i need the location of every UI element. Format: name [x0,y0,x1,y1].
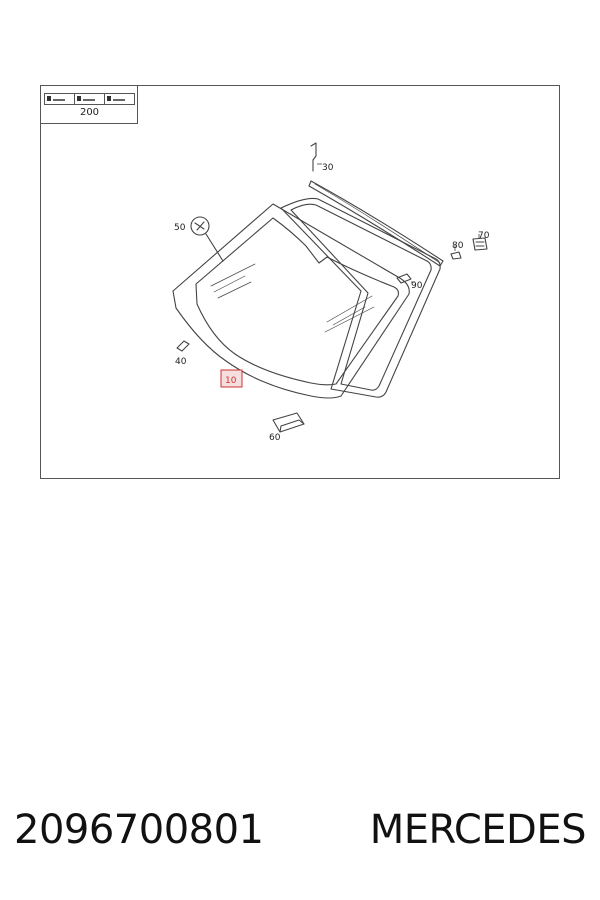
windshield-glass-inner [195,217,400,386]
part-80-pin [450,251,462,260]
callout-70: 70 [478,231,490,241]
part-90-pad [396,273,412,284]
reference-icon-1 [45,94,75,104]
reference-icon-2 [75,94,105,104]
callout-90: 90 [411,281,423,291]
highlight-box-10 [220,369,243,388]
callout-60: 60 [269,433,281,443]
windshield-glass-outer [172,203,410,399]
part-50-tool-symbol [190,216,210,236]
part-40-bracket [176,340,190,352]
part-number: 2096700801 [14,807,264,853]
callout-50: 50 [174,223,186,233]
parts-diagram-frame: 200 [40,85,560,479]
part-30-clip [310,142,317,161]
callout-10: 10 [225,376,237,386]
reference-number: 200 [79,107,100,118]
brand-name: MERCEDES [369,807,587,853]
part-70-clip [472,237,488,251]
windshield-frame-inner [290,203,432,391]
part-caption: 2096700801 MERCEDES [0,800,600,860]
reference-icons [44,93,135,105]
callout-40: 40 [175,357,187,367]
windshield-exploded-view: 30 40 50 60 70 80 90 10 [172,142,490,443]
callout-30: 30 [322,163,334,173]
part-60-block [272,412,305,433]
reference-box: 200 [41,86,138,124]
roof-trim-strip [308,180,444,267]
callout-80: 80 [452,241,464,251]
reference-icon-3 [105,94,134,104]
